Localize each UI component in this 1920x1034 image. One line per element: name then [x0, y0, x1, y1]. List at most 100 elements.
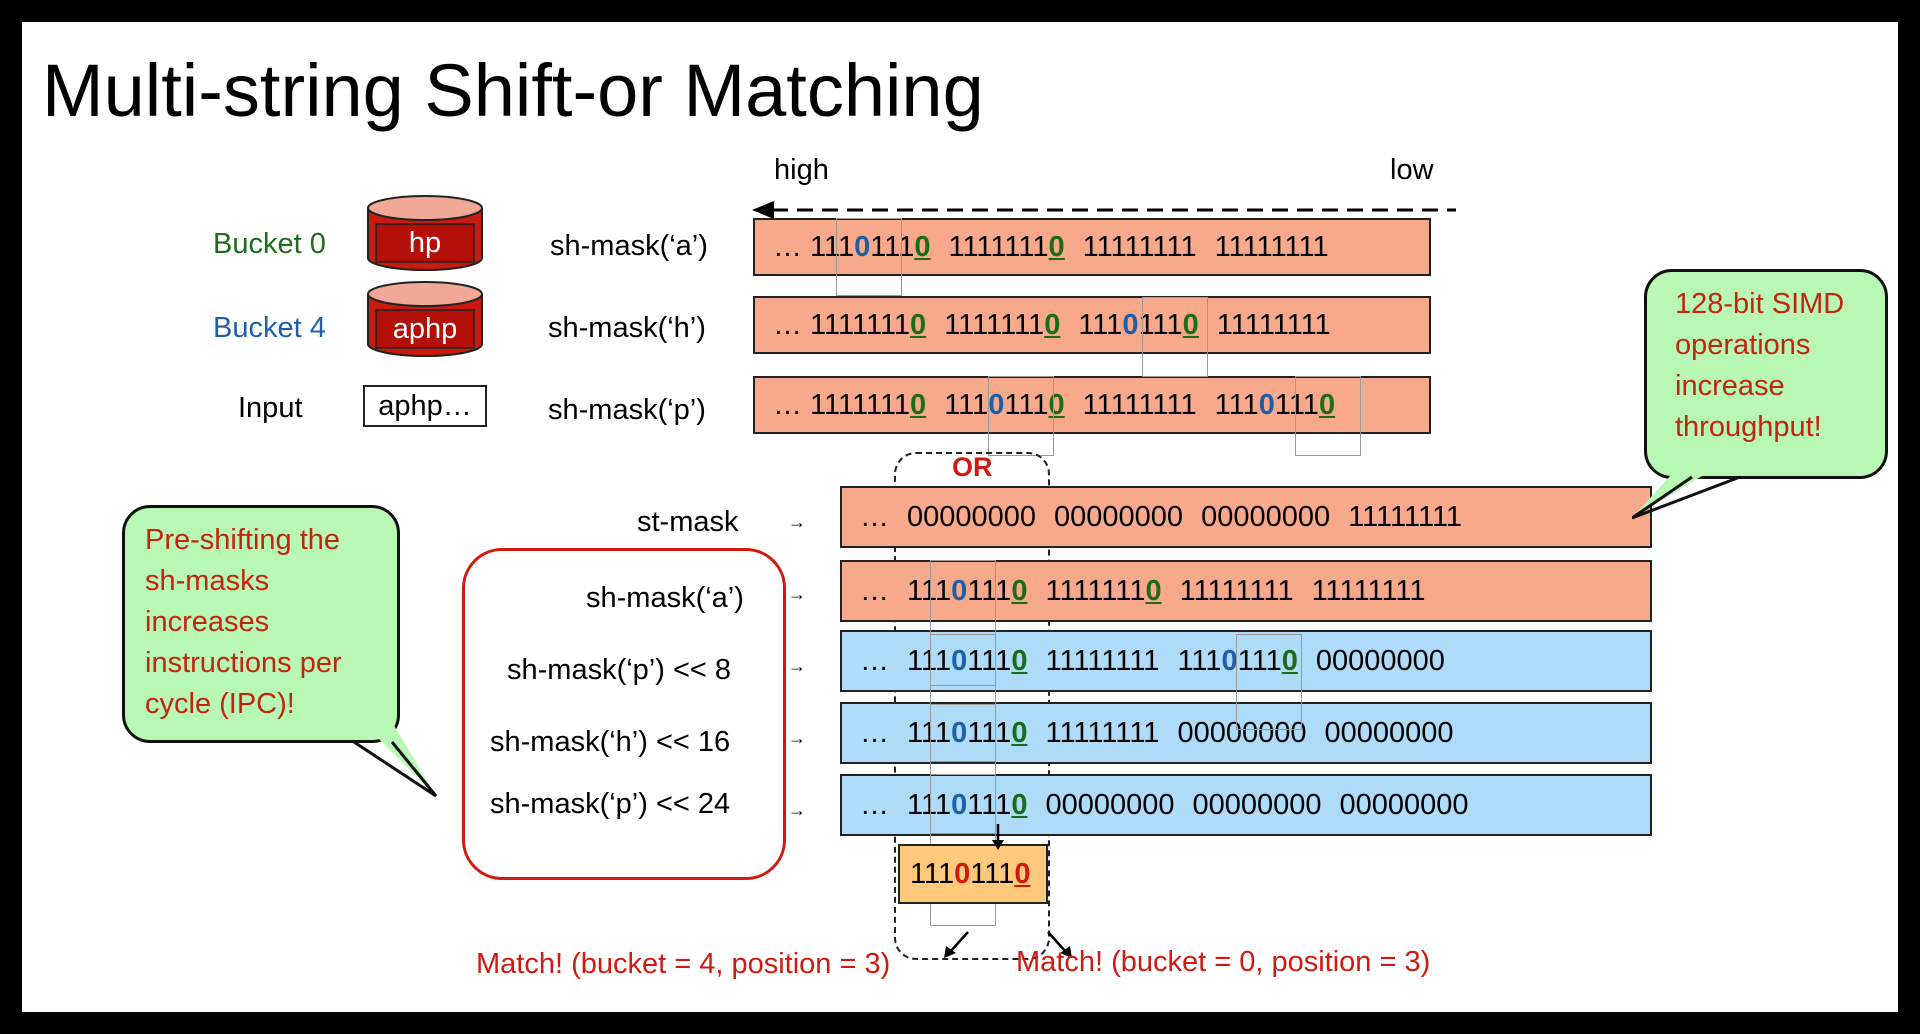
bucket4-cylinder: aphp	[366, 280, 484, 358]
bit-text: …	[860, 717, 889, 749]
bit-text: 111	[967, 575, 1012, 607]
highlighted-bit: 0	[1048, 389, 1065, 421]
bit-text: 111	[1237, 645, 1282, 677]
bit-text: 1111111	[1045, 575, 1146, 607]
mask-byte: …	[860, 704, 889, 762]
mask-byte: 00000000	[1340, 776, 1469, 834]
bit-text: 11111111	[1082, 231, 1197, 263]
bit-text: 1111111	[944, 309, 1045, 341]
bit-text: 00000000	[1177, 717, 1307, 749]
bottom-label-h16: sh-mask(‘h’) << 16	[490, 726, 731, 758]
highlighted-bit: 0	[988, 389, 1005, 421]
mask-byte: 11111111	[1312, 562, 1426, 620]
bit-text: …	[860, 645, 889, 677]
bucket0-pattern: hp	[408, 227, 442, 259]
highlighted-bit: 0	[910, 309, 927, 341]
highlighted-bit: 0	[951, 717, 968, 749]
st-mask-row: … 00000000 00000000 00000000 11111111	[840, 486, 1652, 548]
highlighted-bit: 0	[1258, 389, 1275, 421]
mask-byte: 00000000	[907, 488, 1036, 546]
bit-text: 111	[907, 789, 952, 821]
highlight-box	[930, 634, 996, 762]
highlighted-bit: 0	[951, 575, 968, 607]
bit-text: 00000000	[1324, 717, 1454, 749]
simd-callout-tail	[1632, 452, 1742, 520]
highlighted-bit: 0	[1221, 645, 1238, 677]
bucket0-cylinder: hp	[366, 194, 484, 272]
highlighted-bit: 0	[951, 645, 968, 677]
mask-byte: 00000000	[1201, 488, 1330, 546]
mask-byte: 00000000	[1177, 704, 1306, 762]
bit-text: …	[860, 575, 889, 607]
preshift-callout-tail	[352, 712, 438, 798]
bit-text: 111	[1078, 309, 1123, 341]
bit-text: 00000000	[1315, 645, 1445, 677]
bit-text: …	[860, 789, 889, 821]
mask-byte: …	[860, 632, 889, 690]
highlighted-bit: 0	[1318, 389, 1336, 421]
mask-byte: … 11101110	[773, 220, 931, 274]
mask-byte: 11111111	[1045, 632, 1159, 690]
bit-text: 111	[907, 717, 952, 749]
mask-byte: …	[860, 488, 889, 546]
highlighted-bit: 0	[1281, 645, 1298, 677]
top-mask-label-h: sh-mask(‘h’)	[548, 312, 706, 344]
highlight-box	[836, 218, 902, 296]
bit-text: 00000000	[1201, 501, 1331, 533]
result-box: 11101110	[898, 844, 1048, 904]
highlighted-bit: 0	[910, 389, 927, 421]
arrow-icon: →	[788, 584, 806, 604]
preshift-callout: Pre-shifting the sh-masks increases inst…	[122, 505, 400, 743]
bit-text: 11111111	[1214, 231, 1329, 263]
bit-text: 111	[910, 858, 955, 890]
top-mask-label-a: sh-mask(‘a’)	[550, 230, 708, 262]
mask-byte: …	[860, 562, 889, 620]
mask-byte: 11111110	[1045, 562, 1161, 620]
mask-byte: 00000000	[1045, 776, 1174, 834]
bottom-label-p24: sh-mask(‘p’) << 24	[490, 788, 731, 820]
bit-text: … 1111111	[773, 389, 911, 421]
result-arrows	[944, 824, 1072, 958]
arrow-icon: →	[788, 800, 806, 820]
low-label: low	[1390, 154, 1434, 186]
bit-text: 00000000	[907, 501, 1037, 533]
st-mask-label: st-mask	[637, 506, 739, 538]
bit-text: 111	[1274, 389, 1319, 421]
match-right: Match! (bucket = 0, position = 3)	[1016, 946, 1431, 978]
bit-text: 11111111	[1348, 501, 1463, 533]
top-mask-label-p: sh-mask(‘p’)	[548, 394, 706, 426]
input-label: Input	[238, 392, 303, 424]
input-box: aphp…	[363, 385, 487, 427]
bit-text: 111	[970, 858, 1015, 890]
bit-text: 111	[967, 789, 1012, 821]
bit-text: 111	[967, 645, 1012, 677]
high-low-arrow	[752, 201, 1456, 219]
bit-text: 00000000	[1054, 501, 1184, 533]
slide-title: Multi-string Shift-or Matching	[42, 49, 984, 132]
mask-byte: …	[860, 776, 889, 834]
preshift-callout-text: Pre-shifting the sh-masks increases inst…	[145, 524, 342, 720]
bit-text: 00000000	[1339, 789, 1469, 821]
high-label: high	[774, 154, 829, 186]
mask-byte: 11101110	[1078, 298, 1198, 352]
highlighted-bit: 0	[854, 231, 871, 263]
highlight-box	[930, 560, 996, 686]
mask-byte: 11111111	[1348, 488, 1462, 546]
bit-text: …	[860, 501, 889, 533]
arrow-icon: →	[788, 512, 806, 532]
bit-text: 00000000	[1045, 789, 1175, 821]
bit-text: 111	[870, 231, 915, 263]
highlighted-bit: 0	[1011, 575, 1028, 607]
bit-text: … 1111111	[773, 309, 911, 341]
arrow-icon: →	[788, 728, 806, 748]
preshift-group	[462, 548, 786, 880]
bit-text: … 111	[773, 231, 855, 263]
highlighted-bit: 0	[954, 858, 971, 890]
mask-byte: 11101110	[907, 704, 1027, 762]
bucket4-pattern: aphp	[392, 313, 458, 345]
